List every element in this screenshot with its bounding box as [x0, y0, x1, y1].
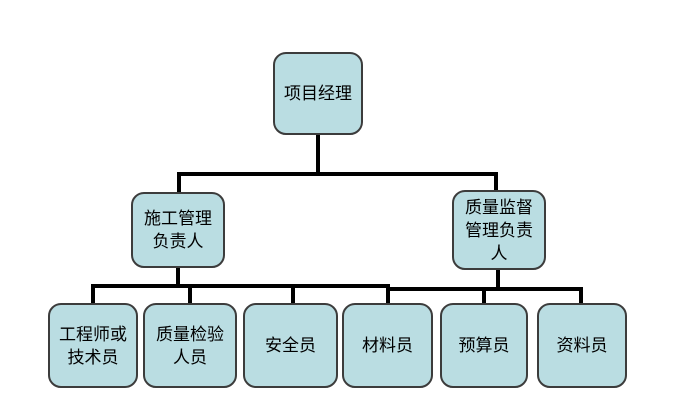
org-node-quality-supervision-manager: 质量监督管理负责人: [452, 190, 546, 270]
org-node-label: 施工管理负责人: [144, 209, 212, 251]
org-node-label: 质量监督管理负责人: [465, 197, 533, 263]
org-node-document-officer: 资料员: [537, 303, 627, 388]
org-node-safety-officer: 安全员: [243, 303, 338, 388]
org-node-label: 项目经理: [284, 84, 352, 103]
connector-to-budget-officer: [482, 287, 486, 305]
connector-level2-rail: [177, 172, 498, 176]
org-node-label: 材料员: [362, 336, 413, 355]
org-node-label: 质量检验人员: [156, 324, 224, 367]
org-node-budget-officer: 预算员: [440, 303, 528, 388]
connector-quality-manager-down: [496, 268, 500, 291]
connector-to-safety-officer: [291, 284, 295, 305]
org-node-label: 安全员: [265, 336, 316, 355]
connector-to-engineer: [91, 284, 95, 305]
org-node-engineer-or-technician: 工程师或技术员: [48, 303, 138, 388]
connector-to-quality-manager: [494, 172, 498, 192]
org-node-construction-manager: 施工管理负责人: [131, 192, 225, 268]
org-node-material-officer: 材料员: [342, 303, 433, 388]
connector-level3-rail-left: [93, 284, 390, 288]
connector-construction-manager-down: [176, 266, 180, 288]
org-node-label: 预算员: [458, 336, 510, 355]
connector-to-material-officer: [386, 284, 390, 305]
org-node-label: 资料员: [556, 336, 608, 355]
connector-to-quality-inspector: [188, 284, 192, 305]
org-node-label: 工程师或技术员: [59, 324, 127, 367]
connector-to-document-officer: [579, 287, 583, 305]
org-node-quality-inspector: 质量检验人员: [143, 303, 237, 388]
org-node-project-manager: 项目经理: [273, 52, 363, 135]
connector-to-construction-manager: [177, 172, 181, 194]
connector-root-down: [316, 134, 320, 176]
